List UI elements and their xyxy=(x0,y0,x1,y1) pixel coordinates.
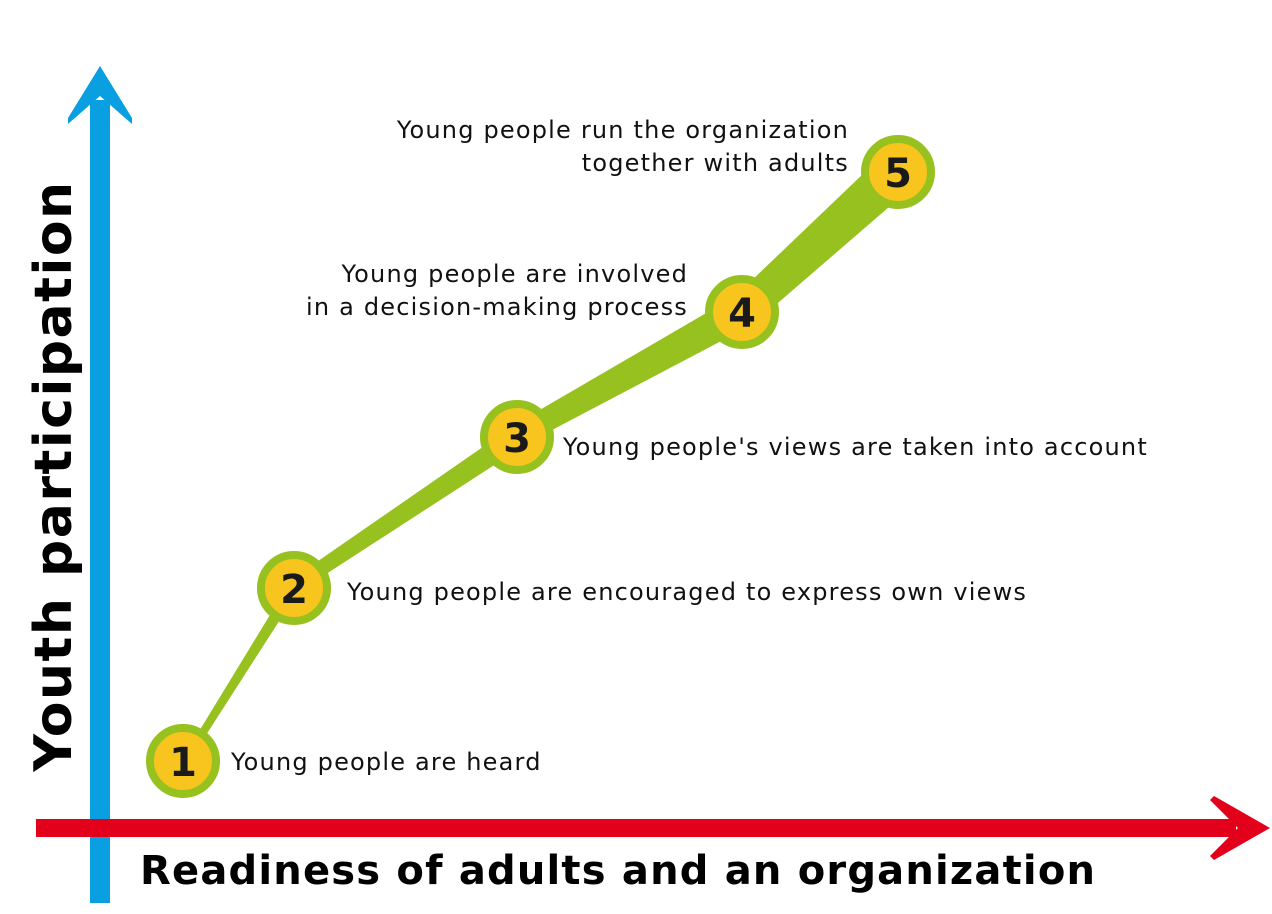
step-number: 5 xyxy=(884,151,912,197)
y-axis-line xyxy=(90,100,110,903)
step-node-circle xyxy=(480,400,554,474)
x-axis-title: Readiness of adults and an organization xyxy=(140,848,1097,894)
x-axis-line xyxy=(36,819,1236,837)
step-node-5: 5 xyxy=(861,135,935,209)
path-segment-1-2 xyxy=(180,584,299,766)
step-5-label-line-2: together with adults xyxy=(581,149,849,177)
step-5-label: Young people run the organization togeth… xyxy=(397,114,849,180)
step-number: 1 xyxy=(169,740,197,786)
x-axis-arrow xyxy=(36,796,1270,860)
y-axis-arrowhead xyxy=(68,66,132,124)
step-number: 4 xyxy=(728,291,756,337)
step-3-label: Young people's views are taken into acco… xyxy=(563,431,1148,464)
step-node-circle xyxy=(861,135,935,209)
step-node-circle xyxy=(705,275,779,349)
x-axis-arrowhead xyxy=(1210,796,1270,860)
step-node-3: 3 xyxy=(480,400,554,474)
step-number: 3 xyxy=(503,416,531,462)
step-node-4: 4 xyxy=(705,275,779,349)
step-1-label: Young people are heard xyxy=(231,746,542,779)
step-4-label-line-2: in a decision-making process xyxy=(306,293,688,321)
step-number: 2 xyxy=(280,567,308,613)
path-segment-2-3 xyxy=(289,428,523,593)
step-2-label: Young people are encouraged to express o… xyxy=(347,576,1027,609)
step-node-2: 2 xyxy=(257,551,331,625)
step-node-circle xyxy=(257,551,331,625)
step-4-label-line-1: Young people are involved xyxy=(341,260,688,288)
step-4-label: Young people are involved in a decision-… xyxy=(306,258,688,324)
path-segment-3-4 xyxy=(512,296,750,446)
y-axis-title: Youth participation xyxy=(24,180,84,772)
step-1-label-line: Young people are heard xyxy=(231,748,542,776)
step-node-circle xyxy=(146,724,220,798)
step-3-label-line: Young people's views are taken into acco… xyxy=(563,433,1148,461)
step-5-label-line-1: Young people run the organization xyxy=(396,116,849,144)
path-segment-4-5 xyxy=(733,155,914,325)
step-node-1: 1 xyxy=(146,724,220,798)
step-2-label-line: Young people are encouraged to express o… xyxy=(347,578,1028,606)
y-axis-arrow xyxy=(68,66,132,903)
